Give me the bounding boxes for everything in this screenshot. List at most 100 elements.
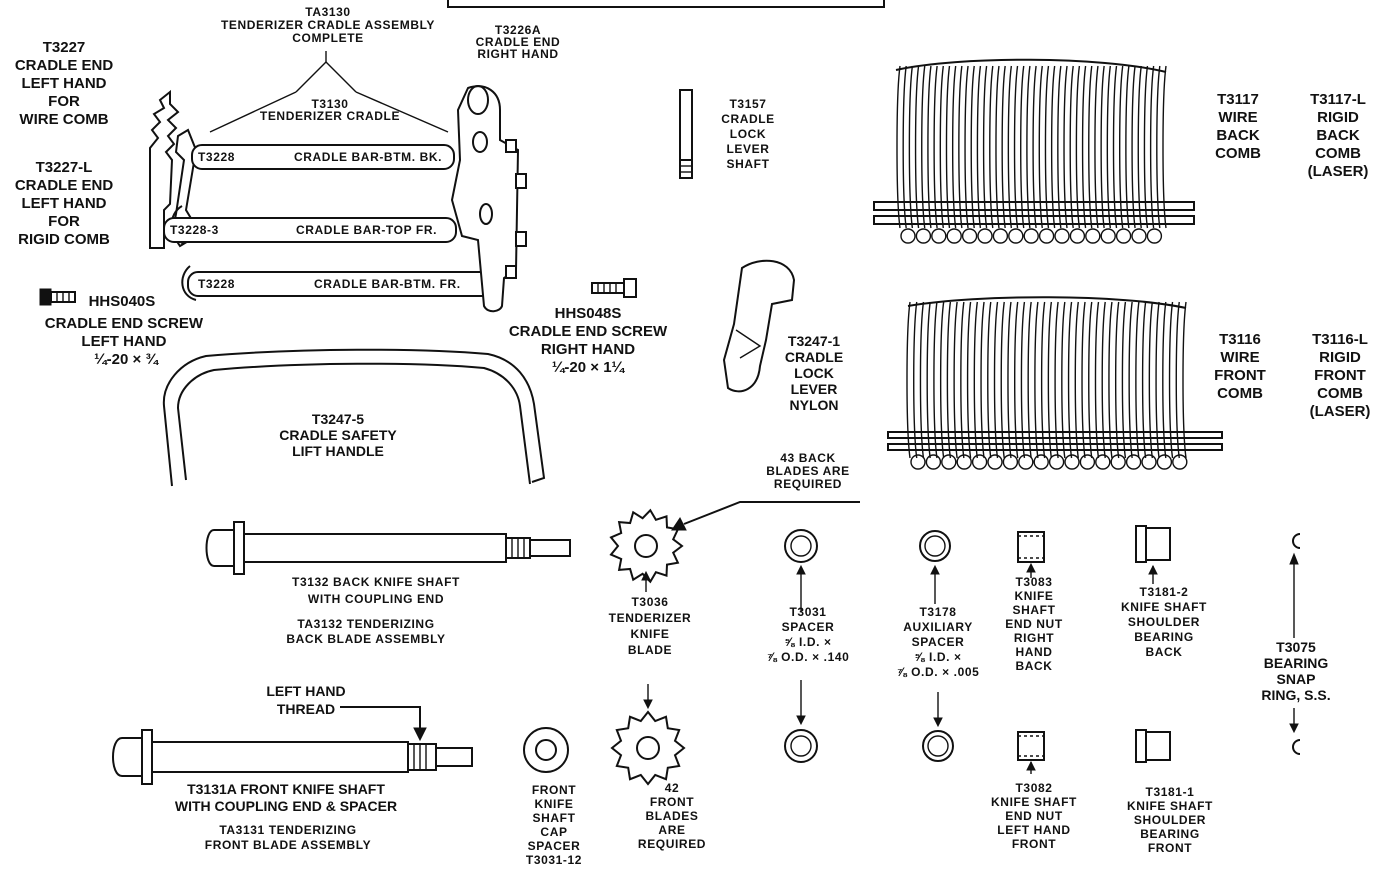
- label-line: RIGID: [1317, 109, 1359, 126]
- right-cradle-end: [450, 85, 520, 313]
- label-line: REQUIRED: [774, 477, 842, 491]
- label-line: COMB: [1217, 385, 1263, 402]
- label-line: T3130: [311, 97, 348, 111]
- label-line: (LASER): [1310, 403, 1371, 420]
- auxiliary-spacer-t3178: [919, 530, 954, 762]
- label-line: LEFT HAND: [997, 823, 1070, 837]
- svg-text:T3228: T3228: [198, 150, 235, 164]
- label-line: FRONT: [1214, 367, 1266, 384]
- label-line: SPACER: [782, 620, 835, 634]
- label-line: T3082: [1015, 781, 1052, 795]
- label-line: CRADLE SAFETY: [279, 427, 397, 443]
- label-line: TENDERIZER CRADLE: [260, 109, 400, 123]
- label-line: FRONT: [1012, 837, 1056, 851]
- label-line: KNIFE: [535, 797, 574, 811]
- label-line: CRADLE END SCREW: [509, 323, 668, 340]
- label-line: REQUIRED: [638, 837, 706, 851]
- label-line: LOCK: [794, 365, 834, 381]
- title-box-edge: [447, 0, 885, 8]
- label-line: BACK: [1216, 127, 1259, 144]
- label-line: CAP: [540, 825, 567, 839]
- label-line: T3181-2: [1140, 585, 1189, 599]
- bearing-snap-ring: [1289, 533, 1301, 755]
- spacer-t3031: [784, 529, 818, 763]
- label-line: T3116: [1219, 331, 1261, 348]
- label-line: BLADE: [628, 643, 672, 657]
- label-line: FOR: [48, 213, 80, 230]
- label-line: SHAFT: [727, 157, 770, 171]
- label-line: SHOULDER: [1128, 615, 1200, 629]
- label-line: RIGID: [1319, 349, 1361, 366]
- label-line: BACK: [1145, 645, 1182, 659]
- tenderizer-knife-blade-back: [609, 508, 684, 584]
- label-line: RIGID COMB: [18, 231, 110, 248]
- label-line: FRONT: [1314, 367, 1366, 384]
- label-line: TENDERIZER CRADLE ASSEMBLY: [221, 18, 435, 32]
- label-line: T3117: [1217, 91, 1259, 108]
- label-line: T3075: [1276, 639, 1316, 655]
- label-line: T3247-1: [788, 333, 840, 349]
- label-line: TA3132 TENDERIZING: [297, 617, 434, 631]
- label-hhs040s: HHS040S CRADLE END SCREW LEFT HAND ¼-20 …: [45, 293, 208, 368]
- tenderizer-cradle: T3228 CRADLE BAR-BTM. BK. T3228-3 CRADLE…: [149, 51, 527, 313]
- left-cradle-end-wire: [149, 89, 180, 249]
- label-line: TA3130: [305, 5, 350, 19]
- label-line: T3227-L: [36, 159, 93, 176]
- label-line: CRADLE END: [476, 35, 561, 49]
- label-line: FOR: [48, 93, 80, 110]
- label-line: T3227: [43, 39, 86, 56]
- label-line: HHS048S: [555, 305, 622, 322]
- tenderizer-knife-blade-front: [610, 710, 686, 786]
- front-knife-shaft: [112, 729, 473, 785]
- svg-text:T3228-3: T3228-3: [170, 223, 219, 237]
- label-line: BACK BLADE ASSEMBLY: [286, 632, 445, 646]
- svg-text:T3228: T3228: [198, 277, 235, 291]
- label-line: LEFT HAND: [22, 75, 107, 92]
- label-line: T3116-L: [1312, 331, 1368, 348]
- label-line: COMB: [1315, 145, 1361, 162]
- label-line: T3132 BACK KNIFE SHAFT: [292, 575, 460, 589]
- label-line: RIGHT: [1014, 631, 1054, 645]
- label-line: LEVER: [791, 381, 838, 397]
- label-line: RIGHT HAND: [477, 47, 558, 61]
- label-line: CRADLE END: [15, 177, 114, 194]
- label-line: T3083: [1015, 575, 1052, 589]
- label-line: FRONT BLADE ASSEMBLY: [205, 838, 371, 852]
- label-line: T3247-5: [312, 411, 364, 427]
- label-line: T3226A: [495, 23, 541, 37]
- label-line: FRONT: [1148, 841, 1192, 855]
- cradle-safety-lift-handle: [162, 348, 546, 487]
- label-line: ⅝ I.D. ×: [784, 635, 831, 649]
- label-line: TA3131 TENDERIZING: [219, 823, 356, 837]
- label-line: ⅞ O.D. × .005: [897, 665, 980, 679]
- label-line: LIFT HANDLE: [292, 443, 384, 459]
- label-line: (LASER): [1308, 163, 1369, 180]
- label-line: SNAP: [1277, 671, 1316, 687]
- label-line: TENDERIZER: [609, 611, 692, 625]
- label-line: T3117-L: [1310, 91, 1366, 108]
- svg-text:CRADLE BAR-TOP FR.: CRADLE BAR-TOP FR.: [296, 223, 437, 237]
- shoulder-bearing-back: [1135, 525, 1171, 584]
- label-line: T3031-12: [526, 853, 582, 867]
- label-line: HAND: [1015, 645, 1052, 659]
- wire-front-comb: [887, 296, 1223, 470]
- label-line: LEVER: [726, 142, 769, 156]
